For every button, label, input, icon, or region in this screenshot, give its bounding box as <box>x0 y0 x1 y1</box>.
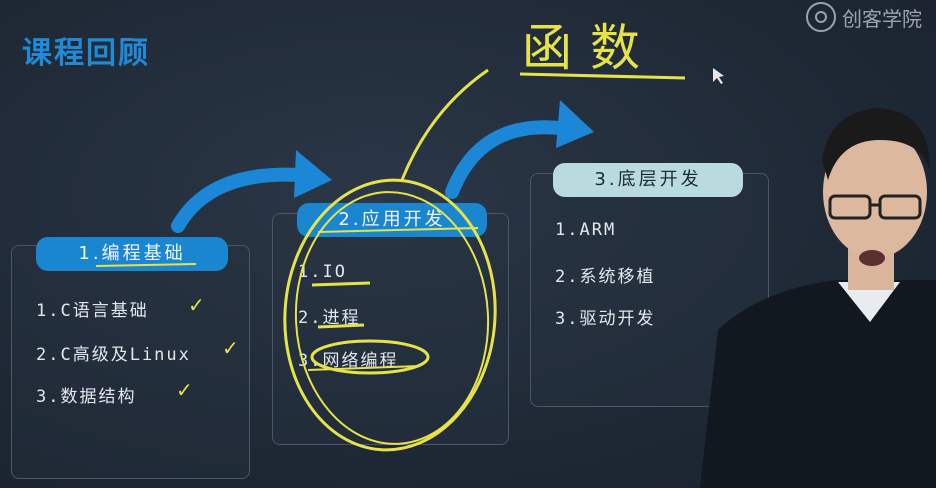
list-item: 1.ARM <box>555 220 617 240</box>
list-item: 1.C语言基础 <box>36 301 149 321</box>
highlight-circle <box>294 191 490 445</box>
underline <box>311 281 371 287</box>
brand-logo: 创客学院 <box>806 2 922 32</box>
checkmark-icon: ✓ <box>176 378 193 402</box>
list-item: 2.进程 <box>298 308 361 328</box>
highlight-circle <box>310 339 430 375</box>
list-item: 3.驱动开发 <box>555 309 656 329</box>
panel-programming-basics <box>11 245 250 479</box>
arrow-head-icon <box>294 150 332 198</box>
checkmark-icon: ✓ <box>188 293 205 317</box>
underline <box>317 227 479 233</box>
annotation-line <box>400 68 489 181</box>
list-item: 3.数据结构 <box>36 387 137 407</box>
highlight-circle <box>283 178 497 452</box>
list-item: 2.C高级及Linux <box>36 345 191 365</box>
panel-header-low-level-dev: 3.底层开发 <box>553 163 743 197</box>
list-item: 1.IO <box>298 262 347 282</box>
underline <box>317 323 365 329</box>
logo-icon <box>806 2 836 32</box>
slide-title: 课程回顾 <box>22 36 150 71</box>
cursor-icon <box>713 68 724 84</box>
underline <box>519 72 686 80</box>
logo-text: 创客学院 <box>842 6 922 31</box>
presenter-figure <box>700 108 936 488</box>
list-item: 2.系统移植 <box>555 267 656 287</box>
checkmark-icon: ✓ <box>222 336 239 360</box>
underline <box>95 263 197 267</box>
underline <box>307 365 421 371</box>
arrow-icon <box>171 167 307 233</box>
arrow-head-icon <box>556 100 594 148</box>
handwritten-note: 函数 <box>522 19 658 77</box>
arrow-icon <box>445 120 567 199</box>
